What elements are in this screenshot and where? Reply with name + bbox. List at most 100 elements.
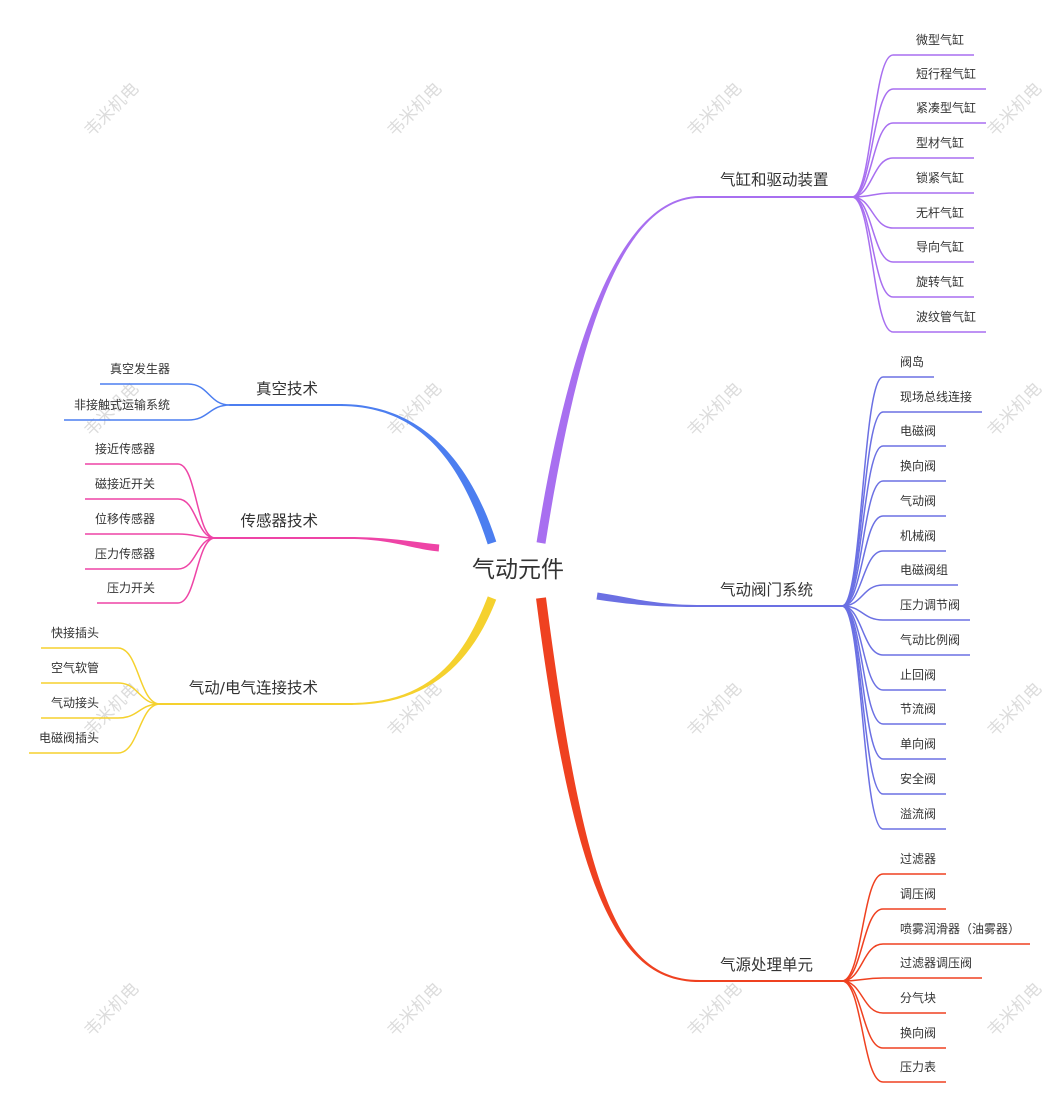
leaf-connector xyxy=(841,605,946,830)
branch-cylinders-actuators-connectors xyxy=(536,54,986,544)
leaf-topic: 压力表 xyxy=(900,1060,936,1074)
central-topic: 气动元件 xyxy=(472,557,564,583)
watermark-text: 韦米机电 xyxy=(81,979,143,1041)
leaf-connector xyxy=(851,196,986,333)
branch-topic: 气源处理单元 xyxy=(720,956,813,974)
leaf-topic: 非接触式运输系统 xyxy=(74,397,170,412)
leaf-topic: 电磁阀组 xyxy=(900,562,948,577)
watermark-text: 韦米机电 xyxy=(684,79,746,141)
leaf-topic: 位移传感器 xyxy=(95,511,155,526)
leaf-connector xyxy=(841,480,946,607)
watermark-text: 韦米机电 xyxy=(984,679,1046,741)
branch-connector xyxy=(536,196,700,544)
branch-connector xyxy=(536,597,700,982)
leaf-topic: 气动接头 xyxy=(51,695,99,710)
leaf-connector xyxy=(841,584,958,607)
branch-connector xyxy=(596,592,702,607)
watermark-text: 韦米机电 xyxy=(984,379,1046,441)
leaf-connector xyxy=(100,383,231,406)
leaf-connector xyxy=(97,537,216,604)
leaf-topic: 现场总线连接 xyxy=(900,389,972,404)
branch-valve-systems: 气动阀门系统阀岛现场总线连接电磁阀换向阀气动阀机械阀电磁阀组压力调节阀气动比例阀… xyxy=(720,354,972,821)
leaf-connector xyxy=(841,445,946,607)
leaf-connector xyxy=(851,88,986,198)
leaf-connector xyxy=(85,498,216,539)
leaf-topic: 安全阀 xyxy=(900,771,936,786)
leaf-topic: 单向阀 xyxy=(900,736,936,751)
branch-topic: 气动/电气连接技术 xyxy=(189,679,318,697)
leaf-topic: 电磁阀 xyxy=(900,423,936,438)
leaf-topic: 气动比例阀 xyxy=(900,632,960,647)
branch-connector xyxy=(340,404,497,545)
leaf-topic: 机械阀 xyxy=(900,528,936,543)
watermark-text: 韦米机电 xyxy=(384,79,446,141)
leaf-topic: 换向阀 xyxy=(900,1025,936,1040)
branch-valve-systems-connectors xyxy=(596,376,982,830)
leaf-connector xyxy=(851,196,974,229)
leaf-topic: 电磁阀插头 xyxy=(39,730,99,745)
watermark-text: 韦米机电 xyxy=(684,379,746,441)
leaf-connector xyxy=(841,605,970,656)
branch-topic: 气缸和驱动装置 xyxy=(720,170,829,189)
leaf-connector xyxy=(85,537,216,570)
branch-connection-technology-connectors xyxy=(29,596,497,754)
leaf-connector xyxy=(85,533,216,539)
watermark-text: 韦米机电 xyxy=(984,79,1046,141)
branch-topic: 气动阀门系统 xyxy=(720,581,813,599)
leaf-topic: 阀岛 xyxy=(900,354,924,369)
leaf-topic: 接近传感器 xyxy=(95,441,155,456)
leaf-connector xyxy=(41,647,161,705)
leaf-topic: 波纹管气缸 xyxy=(916,309,976,324)
branch-topic: 传感器技术 xyxy=(240,512,318,530)
watermark-text: 韦米机电 xyxy=(384,979,446,1041)
leaf-topic: 过滤器调压阀 xyxy=(900,956,972,970)
leaf-topic: 空气软管 xyxy=(51,660,99,675)
leaf-connector xyxy=(851,122,986,198)
leaf-topic: 微型气缸 xyxy=(916,32,964,47)
watermark-text: 韦米机电 xyxy=(81,79,143,141)
branch-cylinders-actuators: 气缸和驱动装置微型气缸短行程气缸紧凑型气缸型材气缸锁紧气缸无杆气缸导向气缸旋转气… xyxy=(720,32,976,324)
branch-topic: 真空技术 xyxy=(256,380,318,398)
leaf-topic: 压力传感器 xyxy=(95,546,155,561)
leaf-connector xyxy=(841,943,1030,982)
watermark-text: 韦米机电 xyxy=(684,979,746,1041)
leaf-connector xyxy=(841,980,946,1083)
leaf-connector xyxy=(851,157,974,198)
leaf-topic: 快接插头 xyxy=(51,625,99,640)
leaf-topic: 无杆气缸 xyxy=(916,205,964,220)
leaf-topic: 磁接近开关 xyxy=(95,476,155,491)
branch-sensor-technology-connectors xyxy=(85,463,440,604)
leaf-topic: 止回阀 xyxy=(900,668,936,682)
topic-layer: 气动元件 气缸和驱动装置微型气缸短行程气缸紧凑型气缸型材气缸锁紧气缸无杆气缸导向… xyxy=(39,32,1020,1074)
leaf-topic: 溢流阀 xyxy=(900,807,936,821)
leaf-topic: 换向阀 xyxy=(900,458,936,473)
leaf-connector xyxy=(41,703,161,719)
watermark-text: 韦米机电 xyxy=(384,379,446,441)
leaf-connector xyxy=(29,703,161,754)
leaf-connector xyxy=(64,404,231,421)
leaf-connector xyxy=(841,873,946,982)
watermark-text: 韦米机电 xyxy=(384,679,446,741)
leaf-topic: 气动阀 xyxy=(900,493,936,508)
leaf-connector xyxy=(851,192,974,198)
connector-layer xyxy=(29,54,1030,1083)
leaf-connector xyxy=(851,54,974,198)
leaf-connector xyxy=(85,463,216,539)
branch-connector xyxy=(350,596,497,705)
leaf-connector xyxy=(841,605,970,621)
leaf-topic: 短行程气缸 xyxy=(916,66,976,81)
leaf-topic: 喷雾润滑器（油雾器） xyxy=(900,922,1020,936)
leaf-connector xyxy=(841,908,946,982)
branch-vacuum-technology-connectors xyxy=(64,383,497,545)
leaf-topic: 过滤器 xyxy=(900,852,936,866)
leaf-topic: 分气块 xyxy=(900,990,936,1005)
leaf-topic: 调压阀 xyxy=(900,887,936,901)
leaf-topic: 型材气缸 xyxy=(916,135,964,150)
leaf-topic: 导向气缸 xyxy=(916,239,964,254)
leaf-connector xyxy=(841,977,982,982)
leaf-topic: 节流阀 xyxy=(900,702,936,716)
leaf-connector xyxy=(841,515,946,607)
leaf-connector xyxy=(41,682,161,705)
